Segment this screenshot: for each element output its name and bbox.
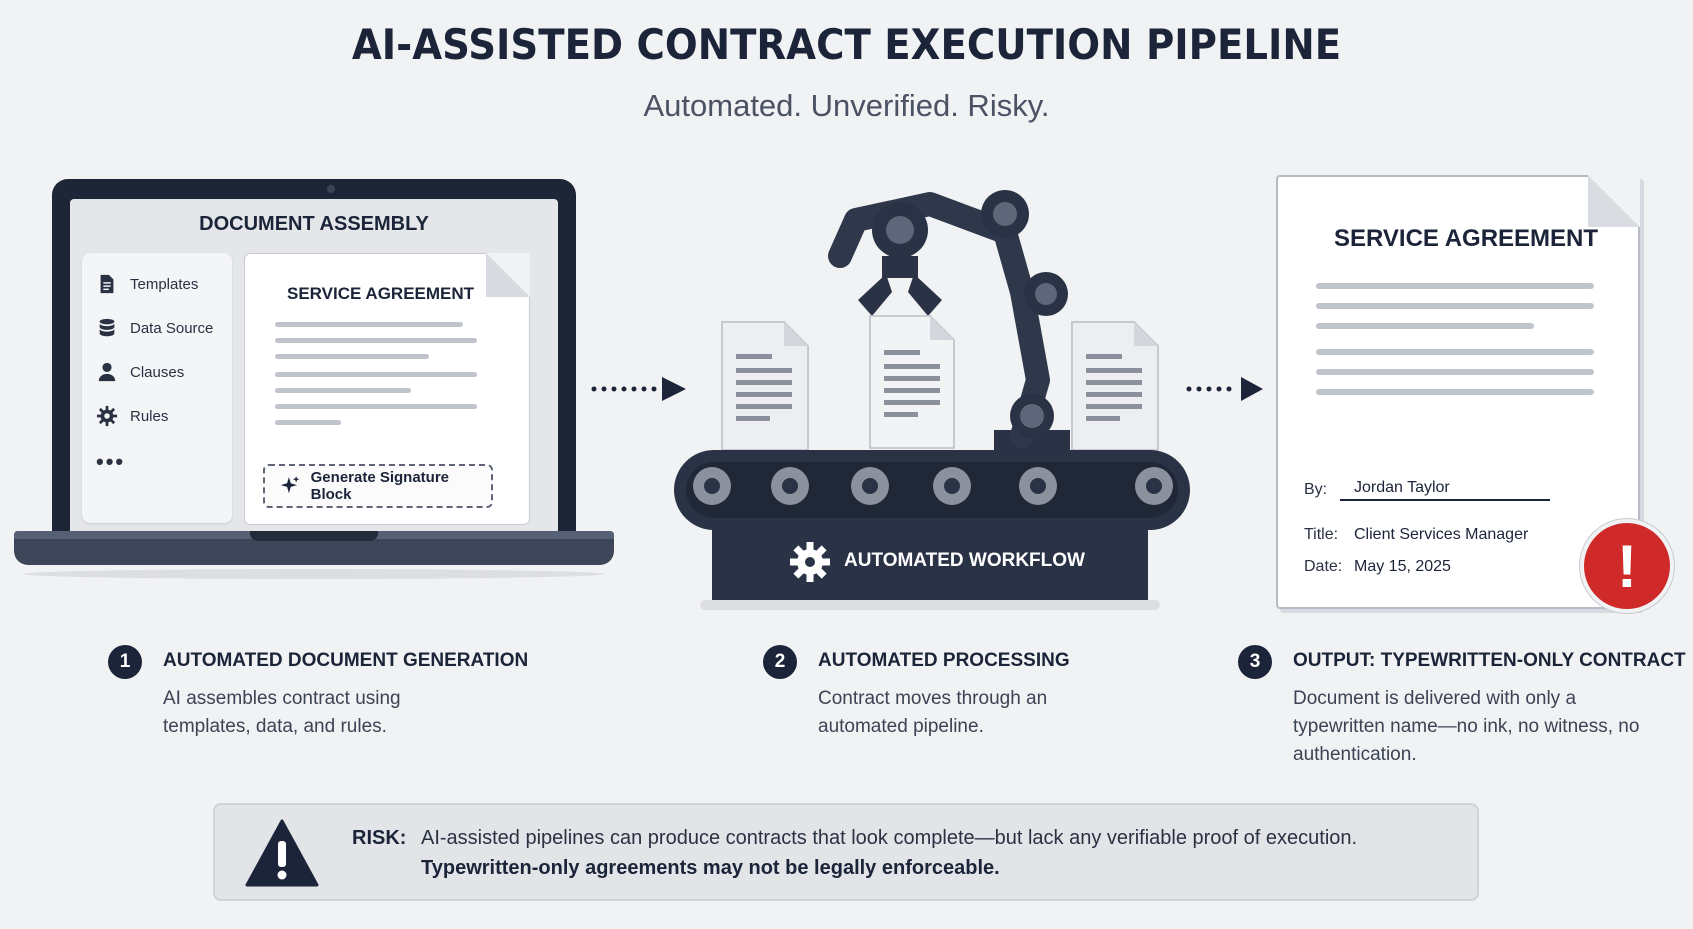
risk-callout: RISK: AI-assisted pipelines can produce … — [213, 803, 1479, 901]
laptop-shadow — [24, 569, 604, 579]
text-line — [1316, 349, 1594, 355]
title-value: Client Services Manager — [1354, 526, 1529, 543]
text-line — [1316, 323, 1534, 329]
signature-line — [1340, 499, 1550, 501]
text-line — [1316, 389, 1594, 395]
database-icon — [99, 318, 115, 337]
sidebar-item-data-source[interactable]: Data Source — [96, 317, 213, 339]
risk-label: RISK: — [352, 827, 407, 849]
page-fold — [486, 253, 530, 297]
step-number: 1 — [108, 645, 142, 679]
page-subtitle: Automated. Unverified. Risky. — [643, 88, 1050, 123]
sidebar-item-rules[interactable]: Rules — [96, 405, 168, 427]
gear-icon — [96, 405, 118, 427]
text-line — [1316, 303, 1594, 309]
document-icon — [721, 321, 809, 451]
more-icon[interactable]: ••• — [96, 449, 126, 474]
risk-emphasis: Typewritten-only agreements may not be l… — [421, 857, 1000, 879]
laptop-illustration: DOCUMENT ASSEMBLY Templates Data Source … — [14, 179, 614, 611]
step-description: AI assembles contract using templates, d… — [163, 688, 401, 737]
text-line — [275, 372, 477, 377]
automated-workflow-label: AUTOMATED WORKFLOW — [844, 550, 1085, 571]
generate-button-label: Generate Signature Block — [310, 469, 450, 503]
step-heading: AUTOMATED DOCUMENT GENERATION — [163, 650, 529, 671]
sparkle-icon — [280, 476, 300, 494]
dotted-arrow-icon — [1186, 377, 1263, 401]
step-heading: OUTPUT: TYPEWRITTEN-ONLY CONTRACT — [1293, 650, 1686, 671]
gear-icon — [790, 542, 830, 582]
person-icon — [98, 362, 116, 382]
sidebar-item-label: Rules — [130, 407, 169, 425]
risk-text: AI-assisted pipelines can produce contra… — [421, 827, 1358, 849]
alert-icon: ! — [1580, 519, 1674, 613]
text-line — [275, 404, 477, 409]
date-label: Date: — [1304, 558, 1343, 575]
document-assembly-title: DOCUMENT ASSEMBLY — [199, 213, 429, 235]
step-number: 3 — [1238, 645, 1272, 679]
text-line — [275, 338, 477, 343]
document-icon — [100, 274, 114, 294]
text-line — [275, 420, 341, 425]
document-icon — [869, 315, 955, 449]
dotted-arrow-icon — [591, 377, 686, 401]
draft-document-title: SERVICE AGREEMENT — [287, 284, 475, 303]
laptop-notch — [250, 531, 378, 541]
typewritten-name: Jordan Taylor — [1354, 479, 1450, 496]
laptop-screen-bezel: DOCUMENT ASSEMBLY Templates Data Source … — [52, 179, 576, 551]
by-label: By: — [1304, 481, 1328, 498]
assembly-sidebar: Templates Data Source Clauses Rules ••• — [82, 253, 232, 523]
conveyor-belt-icon — [674, 450, 1190, 610]
text-line — [275, 322, 463, 327]
title-label: Title: — [1304, 526, 1339, 543]
camera-dot — [327, 185, 335, 193]
step-heading: AUTOMATED PROCESSING — [818, 650, 1070, 671]
page-fold — [1588, 175, 1640, 227]
conveyor-machine: AUTOMATED WORKFLOW — [660, 180, 1200, 620]
sidebar-item-templates[interactable]: Templates — [96, 273, 198, 295]
text-line — [275, 388, 411, 393]
draft-document: SERVICE AGREEMENT Generate Signature Blo… — [244, 253, 530, 525]
generate-signature-block-button[interactable]: Generate Signature Block — [263, 464, 493, 508]
sidebar-item-clauses[interactable]: Clauses — [96, 361, 184, 383]
step-number: 2 — [763, 645, 797, 679]
sidebar-item-label: Templates — [130, 275, 199, 293]
warning-icon — [245, 819, 319, 887]
sidebar-item-label: Clauses — [130, 363, 185, 381]
output-contract-document: SERVICE AGREEMENT By: Jordan Taylor Titl… — [1276, 175, 1640, 609]
laptop-screen: DOCUMENT ASSEMBLY Templates Data Source … — [70, 199, 558, 535]
step-description: Document is delivered with only a typewr… — [1293, 688, 1640, 765]
sidebar-item-label: Data Source — [130, 319, 214, 337]
date-value: May 15, 2025 — [1354, 558, 1451, 575]
robot-arm-icon — [828, 190, 1070, 452]
document-icon — [1071, 321, 1159, 451]
text-line — [1316, 369, 1594, 375]
robot-arm-conveyor — [674, 190, 1190, 610]
step-description: Contract moves through an automated pipe… — [818, 688, 1048, 737]
text-line — [1316, 283, 1594, 289]
text-line — [275, 354, 429, 359]
page-title: AI-ASSISTED CONTRACT EXECUTION PIPELINE — [351, 20, 1342, 69]
output-document-title: SERVICE AGREEMENT — [1334, 225, 1599, 252]
